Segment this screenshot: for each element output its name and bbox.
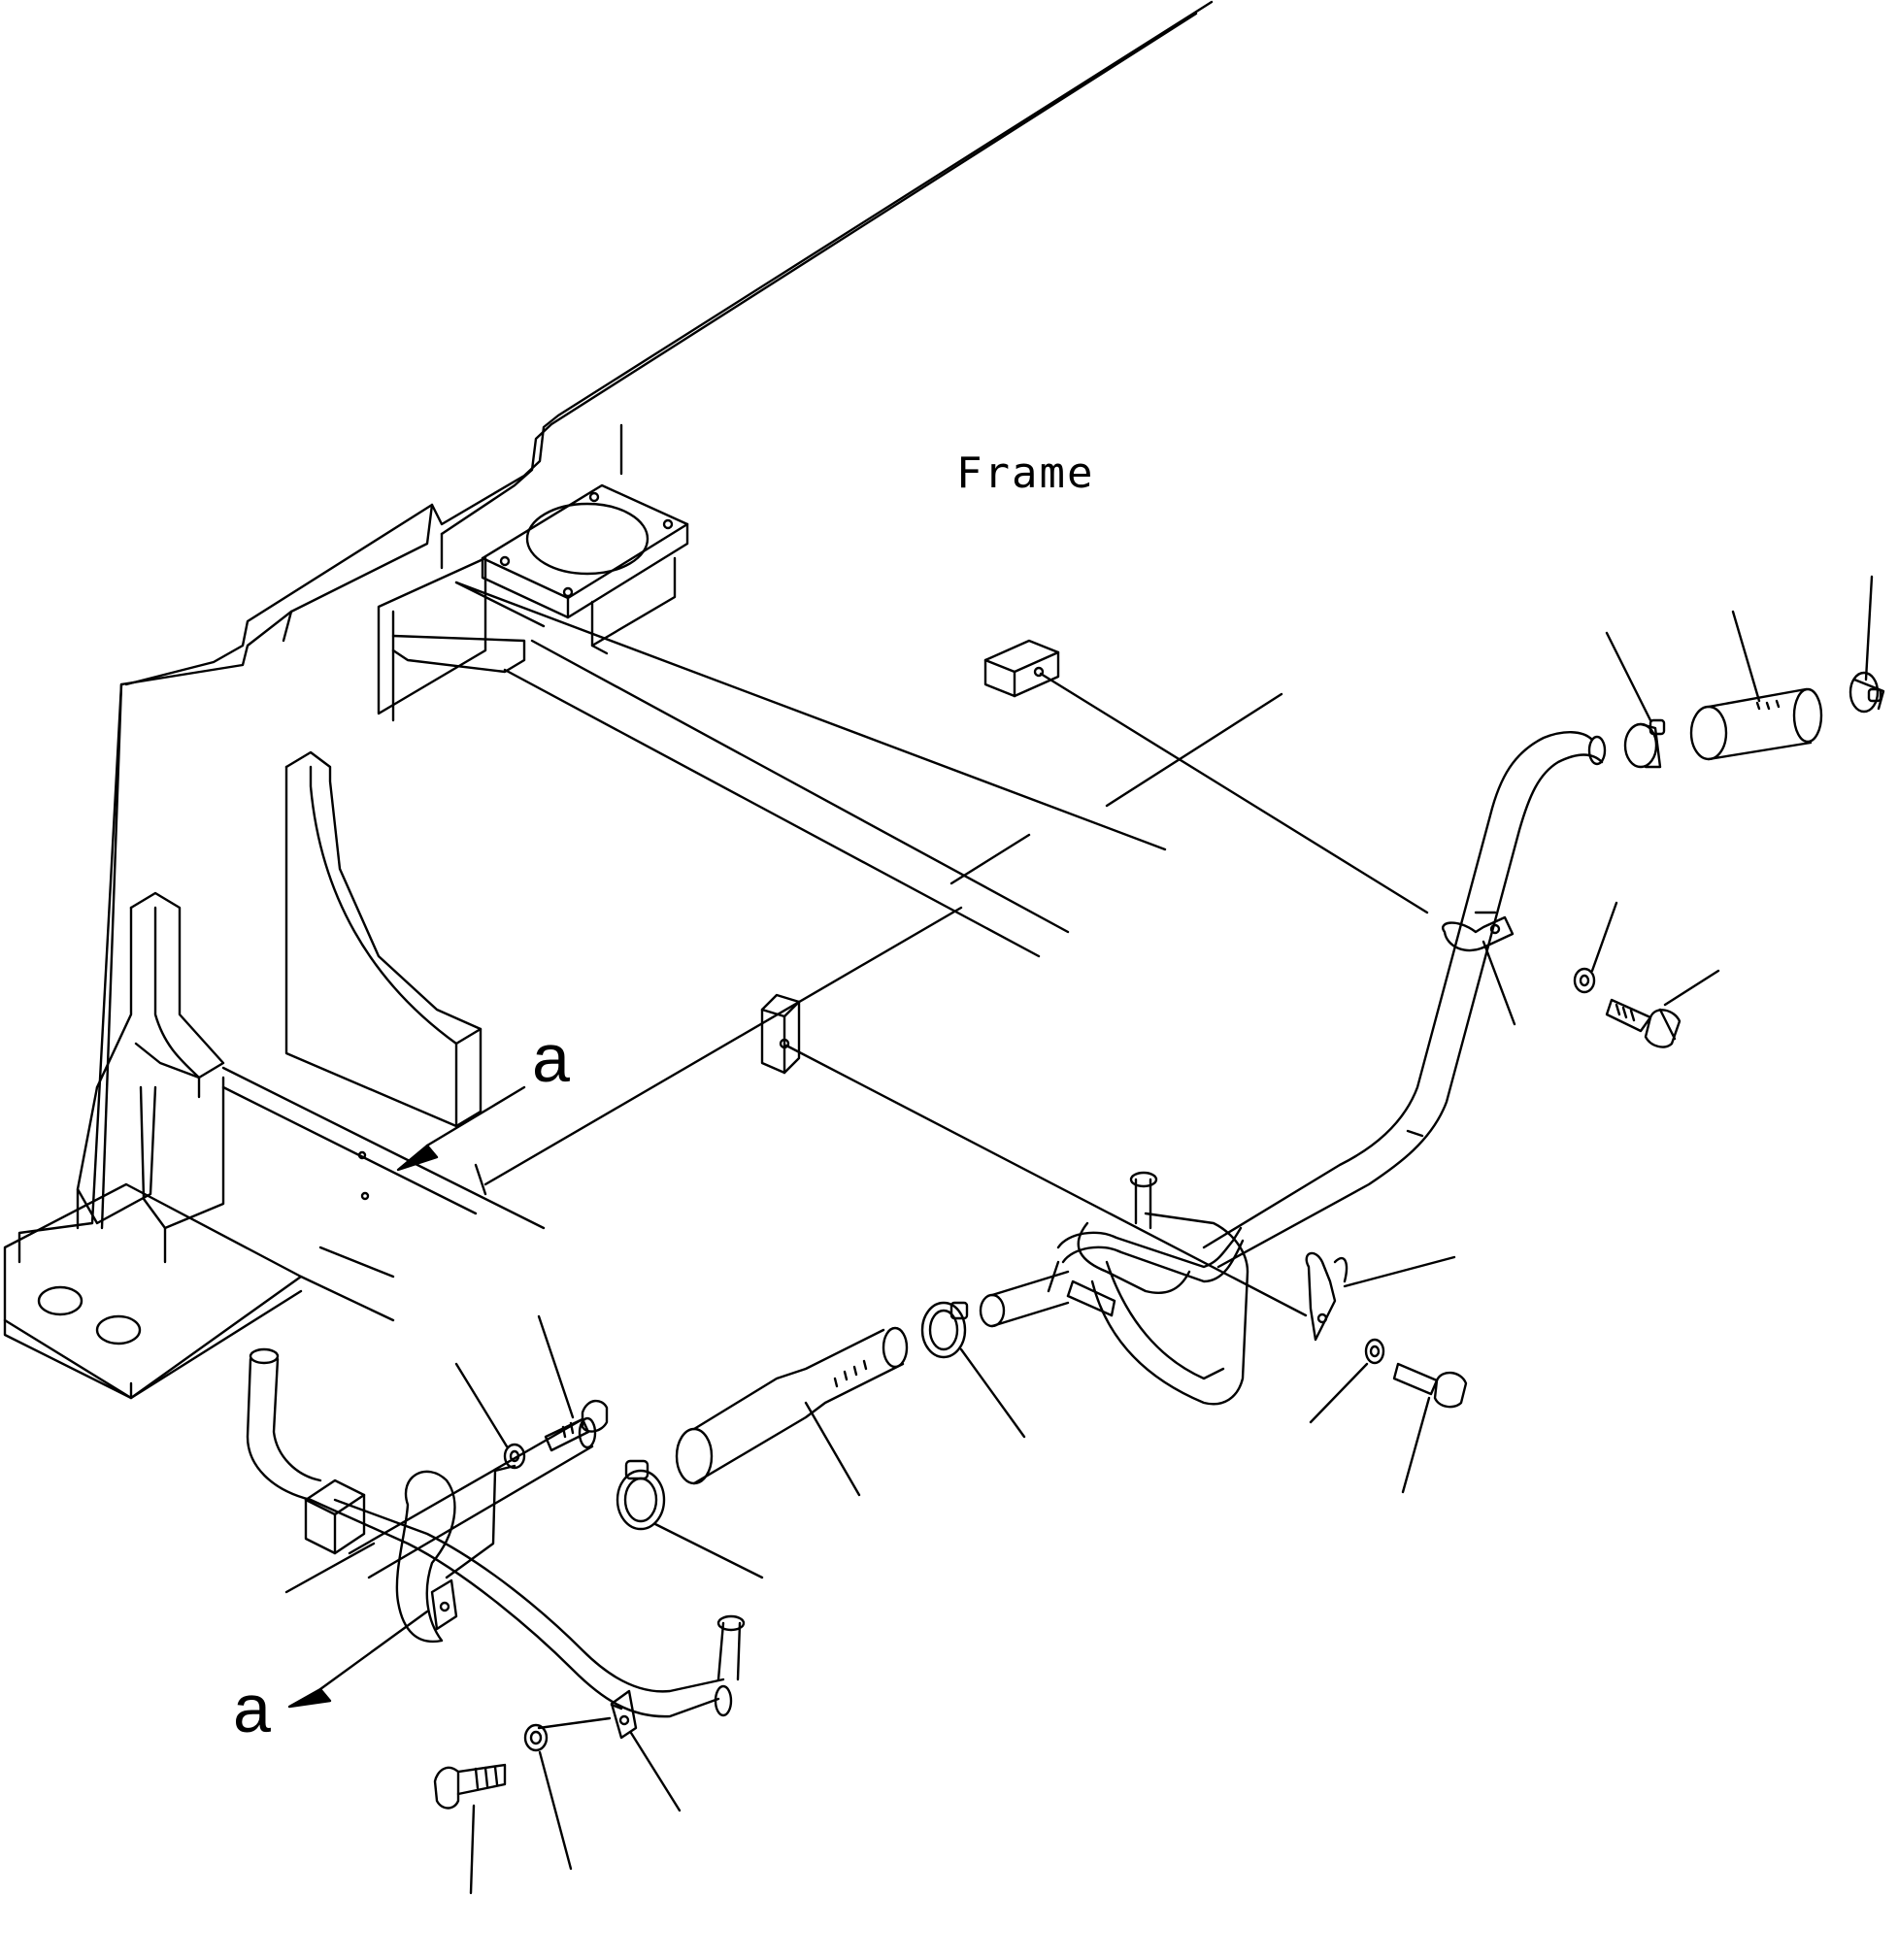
bolt-upper [1607, 971, 1718, 1047]
bolt-middle [1394, 1364, 1466, 1492]
cross-members [223, 582, 1282, 1320]
washer-middle [1311, 1340, 1383, 1422]
frame-body [5, 505, 442, 1398]
pipe-clip-upper [1443, 917, 1515, 1024]
coolant-pipe-lower [248, 1349, 744, 1716]
washer-upper [1575, 903, 1616, 992]
pipe-manifold-middle [981, 1173, 1248, 1404]
pipe-clamp-block-lower [762, 995, 1306, 1315]
section-label-top: a [532, 1020, 570, 1096]
hose-clamp-lower [617, 1461, 762, 1578]
bolt-lower-middle [539, 1316, 607, 1450]
frame-label: Frame [956, 448, 1095, 498]
hose-upper [1691, 612, 1821, 759]
pipe-clip-middle [1307, 1253, 1454, 1340]
frame-top-rail [126, 2, 1212, 684]
hose-clamp-upper-right [1850, 577, 1883, 712]
hose-clamp-upper-left [1607, 633, 1664, 767]
hose-bent [677, 1328, 907, 1495]
pipe-clamp-block-upper [985, 641, 1427, 913]
washer-lower [525, 1725, 571, 1869]
section-arrow-top [398, 1087, 524, 1170]
section-label-bottom: a [233, 1671, 271, 1746]
frame-gussets [78, 752, 481, 1262]
section-arrow-bottom [289, 1611, 427, 1707]
hose-clamp-middle [922, 1303, 1024, 1437]
bolt-lower [435, 1765, 505, 1893]
coolant-pipe-upper [1204, 732, 1605, 1267]
engine-mount-bracket [379, 485, 687, 720]
washer-lower-middle [456, 1364, 524, 1468]
pipe-clip-lower [539, 1691, 680, 1811]
